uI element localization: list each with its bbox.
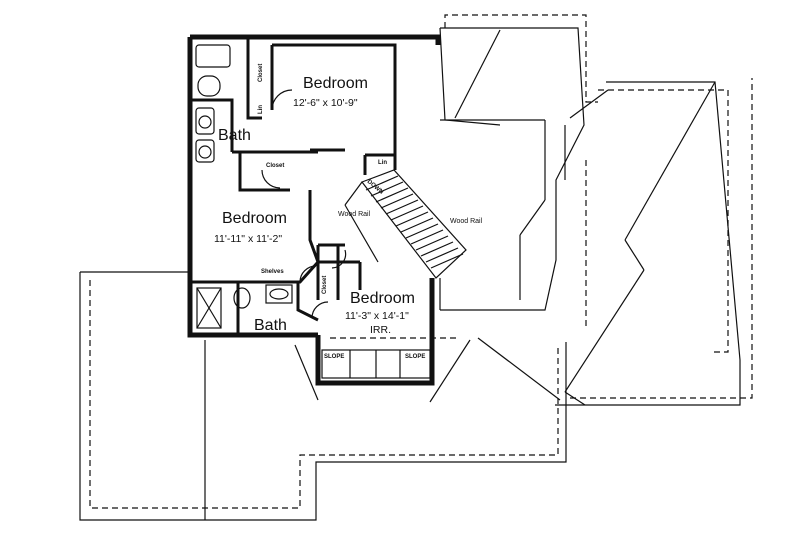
wood-rail-2-label: Wood Rail [450, 218, 483, 225]
lin-2-label: Lin [378, 160, 387, 166]
bedroom-1-label: Bedroom [303, 75, 368, 92]
closet-1-label: Closet [258, 64, 264, 82]
eave-dashed-lines [89, 14, 753, 509]
bath-1-label: Bath [218, 127, 251, 144]
roof-outline [79, 27, 741, 521]
closet-2-label: Closet [266, 163, 284, 169]
bedroom-2-dims: 11'-11" x 11'-2" [214, 233, 282, 245]
bedroom-2-label: Bedroom [222, 210, 287, 227]
bedroom-1-dims: 12'-6" x 10'-9" [293, 97, 358, 109]
bedroom-3-dims: 11'-3" x 14'-1" [345, 310, 409, 322]
slope-right-label: SLOPE [405, 354, 425, 360]
slope-left-label: SLOPE [324, 354, 344, 360]
bedroom-3-label: Bedroom [350, 290, 415, 307]
exterior-walls [187, 34, 441, 386]
wood-rail-1-label: Wood Rail [338, 211, 371, 218]
closet-3-label: Closet [322, 276, 328, 294]
bedroom-3-note: IRR. [370, 324, 391, 336]
down-label: DOWN [366, 179, 384, 196]
interior-details [195, 44, 566, 379]
bath-2-label: Bath [254, 317, 287, 334]
lin-1-label: Lin [258, 105, 264, 114]
shelves-label: Shelves [261, 269, 284, 275]
